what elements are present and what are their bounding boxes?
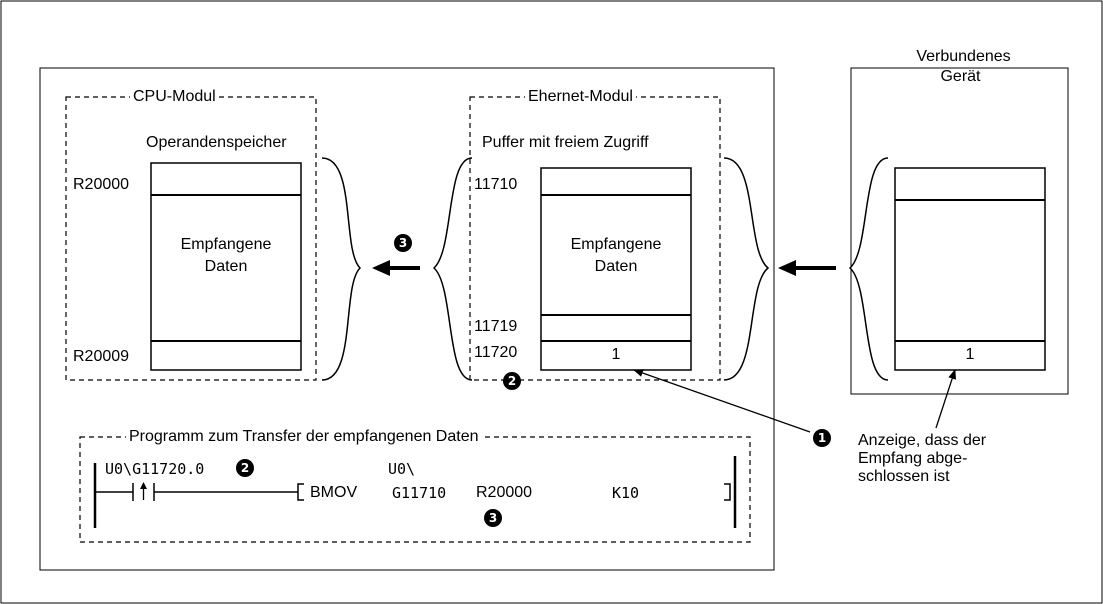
device-left-brace xyxy=(848,157,889,381)
marker-2-ladder-contact: 2 xyxy=(236,459,254,477)
ethernet-data-label-line2: Daten xyxy=(594,258,638,275)
ladder-src-operand: G11710 xyxy=(392,484,447,502)
ladder-diagram xyxy=(93,456,737,528)
cpu-data-label-line1: Empfangene xyxy=(180,236,272,253)
cpu-module-group xyxy=(65,96,317,381)
marker-2-ethernet-flag: 2 xyxy=(503,372,521,390)
marker-3-transfer-arrow: 3 xyxy=(394,234,412,252)
ethernet-addr-start: 11710 xyxy=(474,176,518,193)
ethernet-left-brace xyxy=(432,157,473,381)
ethernet-data-label-line1: Empfangene xyxy=(570,236,662,253)
program-title: Programm zum Transfer der empfangenen Da… xyxy=(126,428,482,446)
annotation-line1: Anzeige, dass der xyxy=(858,432,987,449)
device-frame xyxy=(850,67,1069,395)
ethernet-addr-flag: 11720 xyxy=(474,344,518,361)
ethernet-buffer-block xyxy=(540,167,692,371)
transfer-arrow-ethernet-to-cpu xyxy=(372,260,420,276)
ladder-src-prefix: U0\ xyxy=(388,460,416,478)
device-title-line1: Verbundenes xyxy=(888,48,1039,66)
marker-1-annotation: 1 xyxy=(813,429,831,447)
ethernet-right-brace xyxy=(723,157,770,381)
cpu-memory-block xyxy=(150,162,302,371)
transfer-arrow-device-to-ethernet xyxy=(778,260,836,276)
cpu-right-brace xyxy=(321,157,362,381)
annotation-arrow-to-ethernet-flag xyxy=(633,369,811,433)
annotation-line2: Empfang abge- xyxy=(858,450,968,467)
ladder-count-operand: K10 xyxy=(612,484,640,502)
cpu-addr-end: R20009 xyxy=(73,348,130,365)
ethernet-module-group xyxy=(469,96,721,381)
ladder-dest-operand: R20000 xyxy=(476,484,533,501)
device-flag-value: 1 xyxy=(965,346,975,363)
plc-frame xyxy=(39,67,775,571)
ladder-instruction: BMOV xyxy=(310,484,358,501)
ethernet-buffer-label: Puffer mit freiem Zugriff xyxy=(482,134,649,151)
device-title-line2: Gerät xyxy=(940,68,981,85)
cpu-memory-label: Operandenspeicher xyxy=(146,134,287,151)
cpu-addr-start: R20000 xyxy=(73,176,130,193)
cpu-data-label-line2: Daten xyxy=(204,258,248,275)
device-memory-block xyxy=(894,167,1046,371)
annotation-arrow-to-device-flag xyxy=(935,369,956,429)
ethernet-addr-data-end: 11719 xyxy=(474,318,518,335)
ethernet-flag-value: 1 xyxy=(611,346,621,363)
cpu-module-title: CPU-Modul xyxy=(130,88,219,106)
ethernet-module-title: Ehernet-Modul xyxy=(525,88,636,106)
marker-3-ladder-bmov: 3 xyxy=(484,509,502,527)
annotation-line3: schlossen ist xyxy=(858,468,950,485)
ladder-contact-operand: U0\G11720.0 xyxy=(105,460,205,478)
